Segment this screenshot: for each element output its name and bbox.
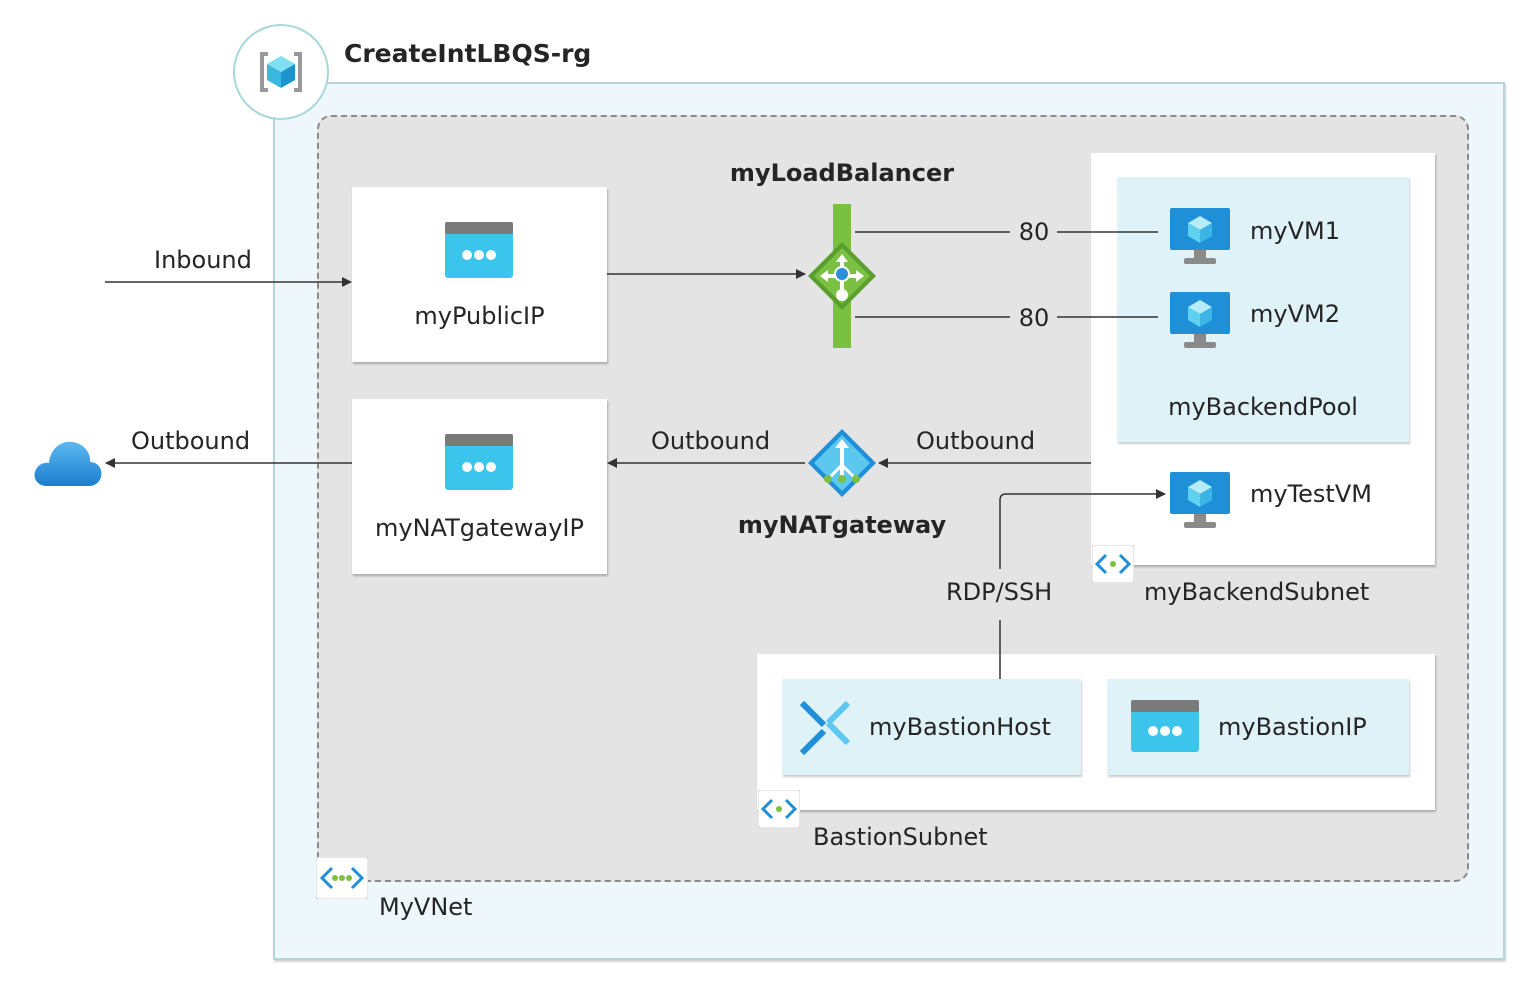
bastion-ip-card: myBastionIP xyxy=(1107,679,1409,775)
outbound-subnet-label: Outbound xyxy=(916,427,1036,455)
resource-group-badge xyxy=(233,24,329,120)
load-balancer-icon xyxy=(808,204,876,348)
vm1-label: myVM1 xyxy=(1250,217,1340,245)
test-vm-label: myTestVM xyxy=(1250,480,1372,508)
bastion-host-label: myBastionHost xyxy=(869,713,1051,741)
nat-gateway-ip-label: myNATgatewayIP xyxy=(375,514,584,542)
vm2-port-label: 80 xyxy=(1018,304,1050,332)
vm1-port-label: 80 xyxy=(1018,218,1050,246)
nat-gateway-ip-card: myNATgatewayIP xyxy=(352,399,607,574)
virtual-machine-icon xyxy=(1170,292,1230,348)
public-ip-icon xyxy=(1131,700,1199,752)
rdp-ssh-path-upper xyxy=(999,489,1166,569)
outbound-ip-label: Outbound xyxy=(651,427,771,455)
resource-group-name: CreateIntLBQS-rg xyxy=(344,39,592,68)
subnet-icon xyxy=(1092,545,1134,583)
inbound-label: Inbound xyxy=(154,246,252,274)
backend-pool-box xyxy=(1117,177,1409,442)
cloud-icon xyxy=(34,441,102,486)
vm2-label: myVM2 xyxy=(1250,300,1340,328)
public-ip-card: myPublicIP xyxy=(352,187,607,362)
backend-subnet-label: myBackendSubnet xyxy=(1144,578,1370,606)
bastion-host-card: myBastionHost xyxy=(782,679,1081,775)
vnet-label: MyVNet xyxy=(379,893,473,921)
virtual-machine-icon xyxy=(1170,208,1230,264)
bastion-icon xyxy=(799,700,851,756)
vnet-icon xyxy=(316,857,368,899)
outbound-internet-label: Outbound xyxy=(131,427,251,455)
load-balancer-label: myLoadBalancer xyxy=(729,159,955,187)
public-ip-label: myPublicIP xyxy=(414,302,545,330)
nat-gateway-label: myNATgateway xyxy=(737,511,947,539)
public-ip-icon xyxy=(445,222,513,278)
bastion-subnet-label: BastionSubnet xyxy=(813,823,988,851)
public-ip-icon xyxy=(445,434,513,490)
rdp-ssh-label: RDP/SSH xyxy=(946,578,1053,606)
resource-group-icon xyxy=(260,52,302,92)
subnet-icon xyxy=(758,790,800,828)
bastion-ip-label: myBastionIP xyxy=(1218,713,1367,741)
virtual-machine-icon xyxy=(1170,472,1230,528)
backend-pool-label: myBackendPool xyxy=(1168,393,1358,421)
nat-gateway-icon xyxy=(808,429,876,497)
